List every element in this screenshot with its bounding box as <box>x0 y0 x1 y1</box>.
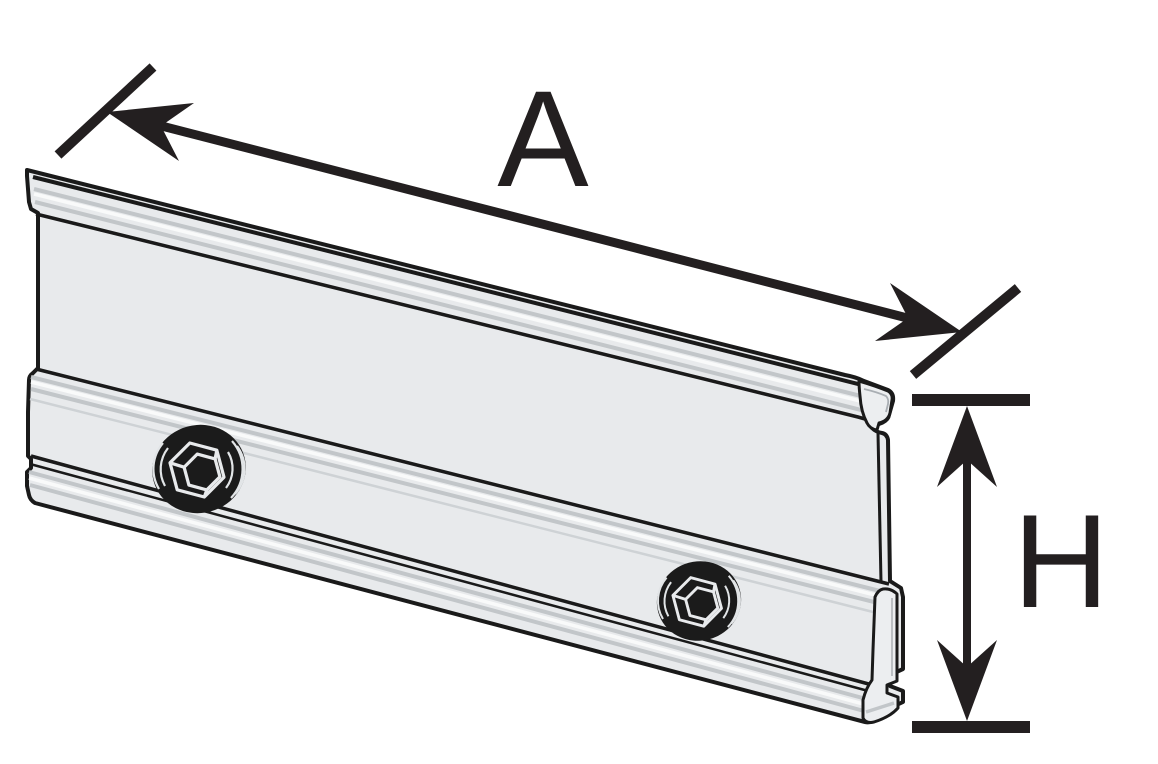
arrowhead-right-icon <box>875 283 962 341</box>
rail-edge-stripe <box>33 192 877 407</box>
rail-edge-stripe <box>30 380 884 599</box>
dimension-h-label: H <box>1013 488 1109 636</box>
dimension-h: H <box>912 394 1109 733</box>
extension-tick <box>54 63 157 159</box>
rail-body <box>25 168 905 725</box>
rail-end-step-face <box>861 587 900 724</box>
rail-bottom-flange <box>28 470 871 713</box>
dimension-a: A <box>54 63 1022 379</box>
rail-end-web-front-edge <box>876 432 883 583</box>
rail-end-profile <box>857 379 900 724</box>
arrowhead-down-icon <box>937 640 997 721</box>
rail-edge-stripe <box>33 187 878 402</box>
arrowhead-up-icon <box>937 406 997 487</box>
hex-socket-screw-left <box>152 424 246 514</box>
screw-rim-arcs <box>152 440 246 499</box>
rail-ridge-top-edge <box>35 367 890 586</box>
rail-end-cap-inner-contour <box>863 388 890 413</box>
dimension-line <box>148 118 917 325</box>
rail-silhouette <box>25 168 905 725</box>
rail-edge-stripe <box>30 387 883 606</box>
rail-end-cap-face <box>857 379 894 432</box>
screw-head <box>152 424 246 514</box>
rail-edge-stripe <box>28 470 871 702</box>
rail-edge-stripe <box>34 200 874 415</box>
hex-socket-icon <box>168 441 226 499</box>
arrowhead-left-icon <box>107 103 194 161</box>
rail-edge-stripe <box>29 483 865 713</box>
rail-edge-stripe <box>28 476 868 707</box>
rail-edge-stripe <box>30 375 885 594</box>
dimension-a-label: A <box>497 63 589 216</box>
rail-top-front-edge <box>32 175 887 393</box>
rail-end-foot-stripe <box>865 701 895 714</box>
extension-tick <box>909 284 1022 379</box>
